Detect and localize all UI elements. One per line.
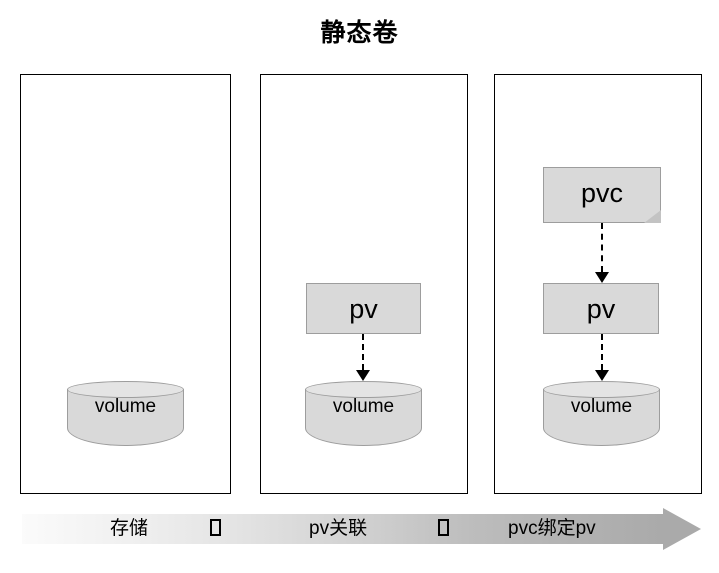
cylinder-body xyxy=(543,389,660,446)
connector-pv-to-volume xyxy=(595,334,609,381)
note-shape xyxy=(543,167,661,223)
volume-cylinder: volume xyxy=(543,381,660,446)
connector-line xyxy=(601,334,603,370)
volume-cylinder: volume xyxy=(305,381,422,446)
arrow-head-icon xyxy=(663,508,701,550)
cylinder-top-ellipse xyxy=(543,381,660,398)
pv-node[interactable]: pv xyxy=(543,283,659,334)
connector-pv-to-volume xyxy=(356,334,370,381)
arrow-step-label-storage: 存储 xyxy=(110,518,149,539)
arrow-step-separator-2 xyxy=(438,517,449,541)
arrow-label-row: 存储 pv关联 pvc绑定pv xyxy=(22,514,663,544)
arrowhead-icon xyxy=(356,370,370,381)
arrowhead-icon xyxy=(595,272,609,283)
volume-label: volume xyxy=(94,396,157,417)
arrowhead-icon xyxy=(595,370,609,381)
cylinder-body xyxy=(305,389,422,446)
arrow-step-separator-1 xyxy=(210,517,221,541)
pv-label: pv xyxy=(586,293,616,324)
volume-label: volume xyxy=(332,396,395,417)
pvc-label: pvc xyxy=(580,178,624,208)
pvc-note-node[interactable]: pvc xyxy=(543,167,661,223)
cylinder-body xyxy=(67,389,184,446)
pv-node[interactable]: pv xyxy=(306,283,421,334)
missing-glyph-box-icon xyxy=(210,519,221,536)
cylinder-top-ellipse xyxy=(67,381,184,398)
missing-glyph-box-icon xyxy=(438,519,449,536)
stage-panel-storage: volume xyxy=(20,74,231,494)
page-title: 静态卷 xyxy=(320,19,399,47)
connector-pvc-to-pv xyxy=(595,223,609,283)
connector-line xyxy=(362,334,364,370)
volume-label: volume xyxy=(570,396,633,417)
stage-panel-pv: pv volume xyxy=(260,74,468,494)
pv-label: pv xyxy=(349,293,378,324)
connector-line xyxy=(601,223,603,272)
stage-panel-pvc: pvc pv volume xyxy=(494,74,702,494)
progression-arrow: 存储 pv关联 pvc绑定pv xyxy=(22,508,701,550)
arrow-step-label-pv-relate: pv关联 xyxy=(309,518,368,539)
cylinder-top-ellipse xyxy=(305,381,422,398)
volume-cylinder: volume xyxy=(67,381,184,446)
arrow-body xyxy=(22,514,663,544)
arrow-step-label-pvc-bind-pv: pvc绑定pv xyxy=(508,518,596,539)
